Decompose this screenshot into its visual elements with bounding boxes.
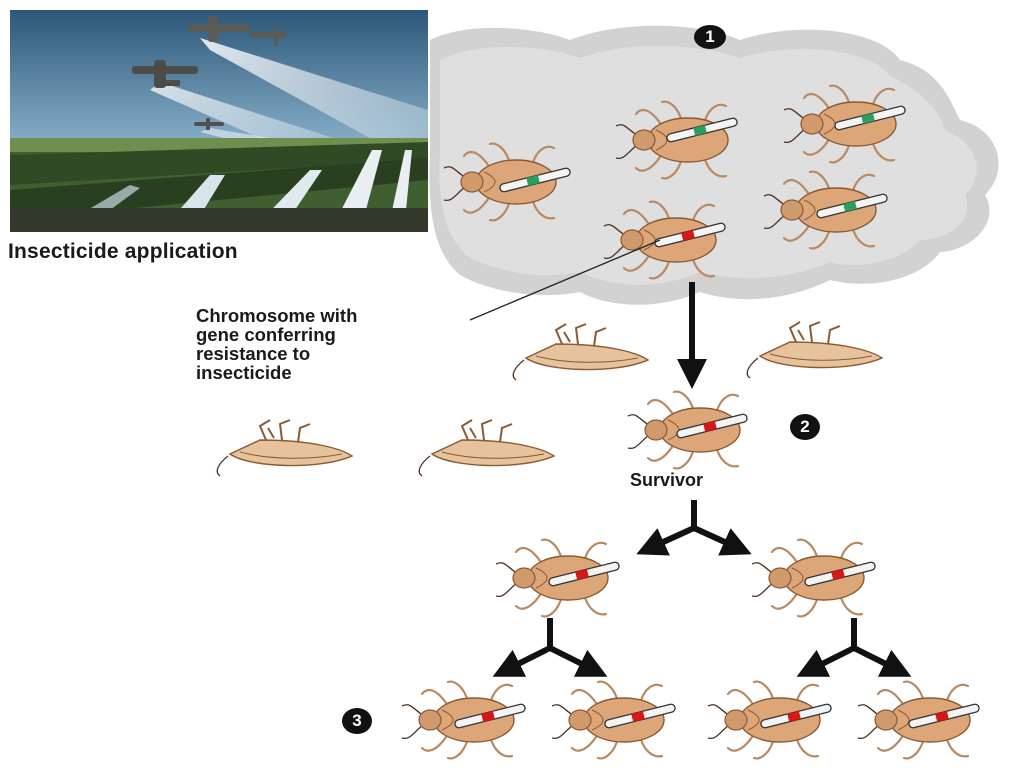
plane-1 xyxy=(188,16,286,46)
callout-line-3: resistance to xyxy=(196,343,311,364)
step-3-badge: 3 xyxy=(342,708,372,734)
branch-arrows-generation-2 xyxy=(492,618,912,677)
dead-beetle-4 xyxy=(418,419,555,477)
crop-duster-scene xyxy=(10,10,428,232)
beetle-offspring-1 xyxy=(494,538,621,618)
dead-beetle-1 xyxy=(512,323,649,381)
branch-arrows-generation-1 xyxy=(636,500,752,556)
callout-leader-line xyxy=(469,239,661,321)
insecticide-photo xyxy=(10,10,428,232)
callout-line-2: gene conferring xyxy=(196,324,336,345)
beetle-grandoffspring-4 xyxy=(856,680,981,760)
beetle-grandoffspring-1 xyxy=(400,680,527,760)
beetle-survivor xyxy=(626,390,749,470)
chromosome-callout: Chromosome with gene conferring resistan… xyxy=(196,306,496,382)
step-1-badge: 1 xyxy=(694,25,726,49)
plane-3 xyxy=(194,118,224,130)
photo-caption: Insecticide application xyxy=(8,240,238,263)
callout-line-1: Chromosome with xyxy=(196,305,358,326)
beetle-grandoffspring-2 xyxy=(550,680,677,760)
beetle-offspring-2 xyxy=(750,538,877,618)
survivor-label: Survivor xyxy=(630,470,704,490)
callout-line-4: insecticide xyxy=(196,362,292,383)
plane-2 xyxy=(132,60,198,88)
dead-beetle-2 xyxy=(746,321,883,379)
dead-beetle-3 xyxy=(216,419,353,477)
step-2-badge: 2 xyxy=(790,414,820,440)
beetle-grandoffspring-3 xyxy=(706,680,833,760)
